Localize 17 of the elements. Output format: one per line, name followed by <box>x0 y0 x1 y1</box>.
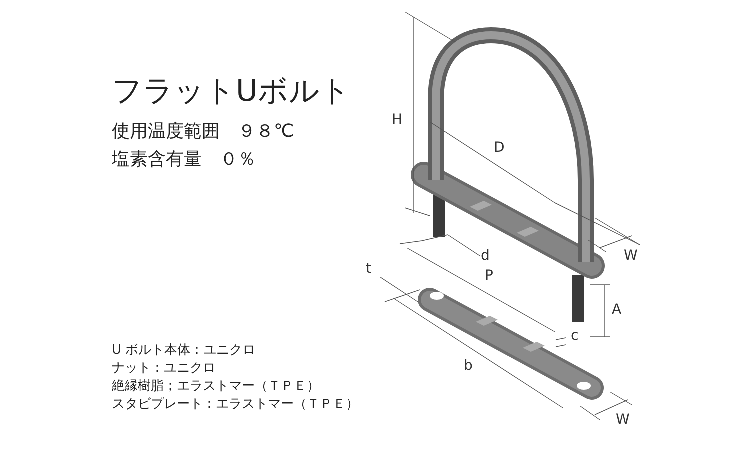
dimension-label: W <box>616 411 630 430</box>
dimension-label: c <box>571 327 579 346</box>
material-note: U ボルト本体：ユニクロ <box>112 342 256 360</box>
dimension-label: P <box>485 267 494 286</box>
dimension-label: b <box>464 357 473 376</box>
dimension-label: D <box>494 139 505 158</box>
dimension-label: A <box>612 301 622 320</box>
dimension-label: H <box>392 111 403 130</box>
dimension-label: t <box>366 260 372 279</box>
dimension-label: d <box>481 247 490 266</box>
material-note: スタビプレート：エラストマー（ＴＰＥ） <box>112 396 359 414</box>
material-note: 絶縁樹脂；エラストマー（ＴＰＥ） <box>112 378 320 396</box>
spec-text: 使用温度範囲 ９８℃ <box>112 120 294 144</box>
title: フラットUボルト <box>112 74 351 110</box>
dimension-label: W <box>624 247 638 266</box>
spec-text: 塩素含有量 ０％ <box>112 148 256 172</box>
material-note: ナット：ユニクロ <box>112 360 216 378</box>
